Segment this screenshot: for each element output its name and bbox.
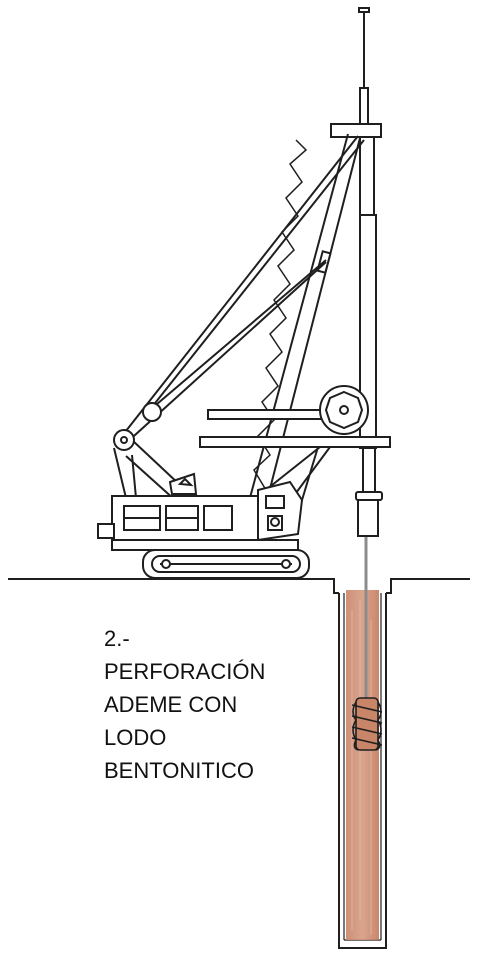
caption-line-2: ADEME CON [104, 692, 238, 717]
step-number: 2.- [104, 626, 130, 651]
piling-rig-icon [97, 472, 304, 551]
caption-line-1: PERFORACIÓN [104, 659, 266, 684]
cables [121, 135, 365, 501]
a-frame [113, 402, 162, 499]
caption-line-3: LODO [104, 725, 167, 750]
mud-texture [351, 600, 372, 935]
ground-line-left [8, 578, 339, 594]
ground-line-right [386, 578, 470, 594]
crawler-track-icon [142, 549, 310, 579]
drill-auger-icon [351, 697, 383, 751]
bentonite-mud [346, 590, 379, 940]
mast [330, 7, 383, 537]
sheave-wheel [199, 385, 391, 448]
caption-line-4: BENTONITICO [104, 758, 254, 783]
casing-wall [338, 593, 387, 949]
step-caption: 2.- PERFORACIÓN ADEME CON LODO BENTONITI… [104, 622, 265, 787]
